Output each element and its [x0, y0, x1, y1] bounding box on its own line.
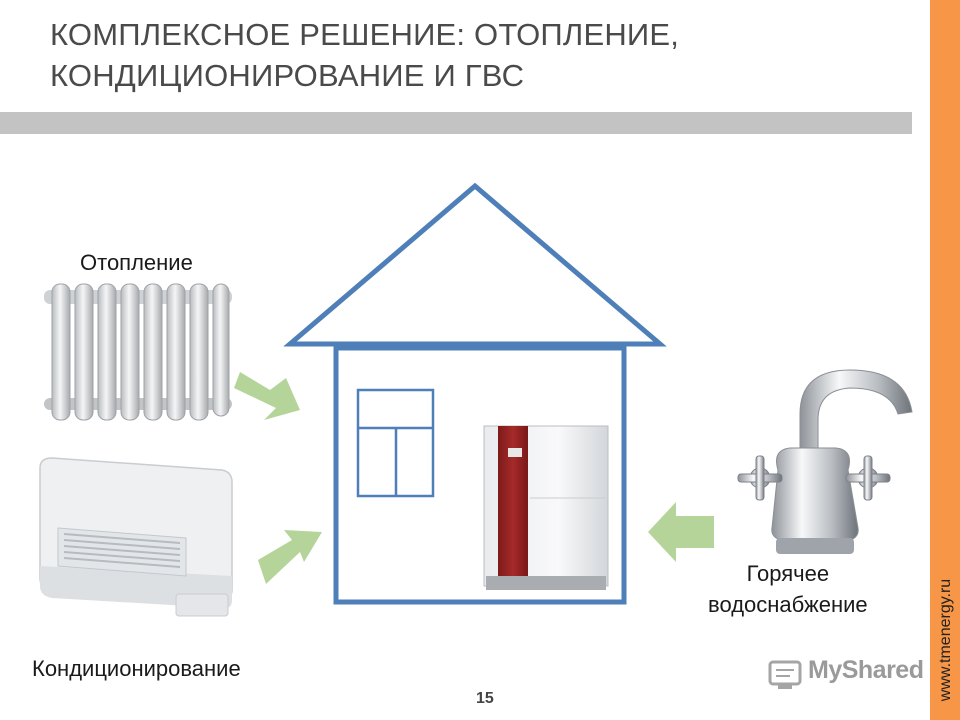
- hot-water-label-line2: водоснабжение: [708, 592, 868, 617]
- arrow-hot-water-icon: [648, 502, 714, 562]
- slide-title-line1: КОМПЛЕКСНОЕ РЕШЕНИЕ: ОТОПЛЕНИЕ,: [50, 17, 680, 52]
- watermark-text: MyShared: [808, 656, 924, 684]
- watermark: MyShared: [768, 656, 924, 685]
- slide-title: КОМПЛЕКСНОЕ РЕШЕНИЕ: ОТОПЛЕНИЕ, КОНДИЦИО…: [50, 14, 910, 96]
- title-underline-bar: [0, 112, 912, 134]
- house-outline: [283, 182, 667, 605]
- hot-water-label: Горячее водоснабжение: [708, 558, 868, 620]
- heating-label: Отопление: [80, 250, 193, 275]
- side-url-text: www.tmenergy.ru: [937, 578, 954, 702]
- slide-title-line2: КОНДИЦИОНИРОВАНИЕ И ГВС: [50, 58, 525, 93]
- arrow-ac-icon: [258, 530, 322, 584]
- accent-stripe: [930, 0, 960, 720]
- faucet-icon: [737, 369, 913, 554]
- window-icon: [356, 388, 435, 498]
- page-number: 15: [476, 690, 494, 707]
- heat-pump-unit-icon: [483, 425, 609, 590]
- diagram-canvas: [39, 182, 913, 689]
- hot-water-label-line1: Горячее: [746, 561, 830, 586]
- air-conditioner-icon: [39, 457, 233, 617]
- air-conditioning-label: Кондиционирование: [32, 656, 241, 681]
- watermark-logo-icon: [768, 660, 802, 689]
- arrow-heating-icon: [234, 372, 300, 420]
- radiator-icon: [44, 283, 232, 421]
